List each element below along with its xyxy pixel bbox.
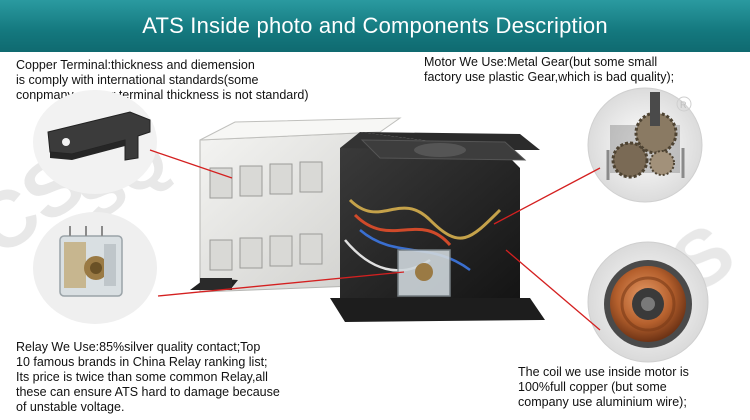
copper-terminal-photo xyxy=(33,90,157,194)
coil-pointer xyxy=(505,249,601,331)
relay-photo xyxy=(33,212,157,324)
relay-pointer xyxy=(157,271,405,297)
relay-description: Relay We Use:85%silver quality contact;T… xyxy=(16,340,280,414)
copper-terminal-pointer xyxy=(149,149,233,179)
coil-description: The coil we use inside motor is 100%full… xyxy=(518,365,689,409)
ats-product-photo xyxy=(190,117,545,322)
motor-description: Motor We Use:Metal Gear(but some small f… xyxy=(424,55,675,84)
metal-gear-photo: R xyxy=(587,87,703,203)
page-title: ATS Inside photo and Components Descript… xyxy=(0,0,750,52)
motor-pointer xyxy=(493,167,601,225)
copper-coil-photo xyxy=(587,241,709,363)
svg-text:R: R xyxy=(680,100,687,110)
pointer-lines xyxy=(149,149,601,331)
